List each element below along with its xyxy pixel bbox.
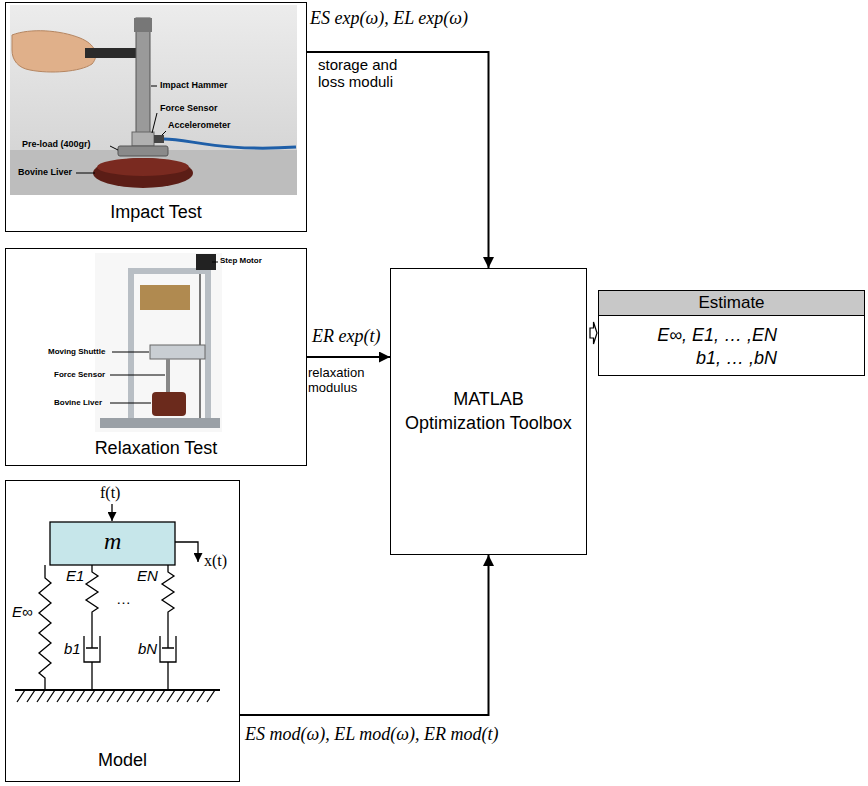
part-label: Bovine Liver [18,167,72,177]
frame-rail [128,268,134,418]
relaxation-photo [95,253,222,432]
result-header: Estimate [599,291,864,316]
impact-photo [10,5,297,195]
force-sensor [166,359,170,392]
leader-line [110,146,118,150]
model-panel: Model [5,480,240,782]
photo-background [95,253,222,432]
base-plate [100,418,220,428]
part-label: Force Sensor [160,103,218,113]
force-arrow [111,504,112,521]
flow-arrow [307,356,390,358]
force-symbol: f(t) [100,484,120,502]
hammer-handle [85,48,140,58]
photo-background [10,5,297,195]
table-surface [10,150,297,195]
stiffness-symbol: E1 [66,567,84,584]
displacement-arrow [175,542,198,562]
part-label: Impact Hammer [160,80,228,90]
stiffness-symbol: EN [137,567,158,584]
part-label: Accelerometer [168,120,231,130]
part-label: Pre-load (400gr) [22,139,91,149]
ground-hatch [17,690,215,702]
flow-arrow [307,52,489,268]
preload-disk [118,146,168,156]
edge-note: storage and loss moduli [318,56,428,91]
liver-top [97,158,189,176]
liver-sample [93,158,193,188]
spring-symbol [162,565,174,620]
stiffness-symbol: E∞ [12,603,33,620]
leader-line [152,113,157,133]
ground-line [15,689,220,691]
hammer-cap [134,18,152,32]
leader-line [110,403,151,404]
block-arrow [590,322,597,344]
model-drawing [15,504,220,702]
leader-line [151,86,157,87]
part-label: Step Motor [220,256,262,265]
panel-caption: Relaxation Test [6,438,306,459]
leader-line [112,352,149,353]
flow-arrow [240,555,489,715]
edge-note: relaxation modulus [308,366,388,396]
mass-block [50,522,175,565]
spring-symbol [86,565,98,620]
leader-line [110,375,165,376]
damping-symbol: b1 [64,640,81,657]
process-label: MATLAB Optimization Toolbox [391,378,586,445]
leader-line [212,262,218,263]
edge-label: ES mod(ω), EL mod(ω), ER mod(t) [245,724,499,745]
process-box: MATLAB Optimization Toolbox [390,268,587,555]
ellipsis: … [116,590,131,607]
edge-label: ER exp(t) [312,326,380,347]
damping-symbol: bN [138,640,157,657]
damper-symbol [160,620,176,690]
force-sensor [132,132,154,146]
sensor-cable [164,139,296,148]
displacement-symbol: x(t) [204,552,227,570]
relaxation-test-panel: Relaxation Test [5,248,307,466]
part-label: Moving Shuttle [48,347,105,356]
liver-sample [152,392,186,416]
hammer-head [136,18,150,140]
leader-line [76,173,95,174]
leader-line [162,131,166,135]
moving-shuttle [150,345,205,359]
part-label: Force Sensor [54,370,105,379]
electronics-board [140,285,190,310]
panel-caption: Model [6,750,239,771]
result-box: EstimateE∞, E1, … ,EN b1, … ,bN [598,290,865,376]
impact-test-panel: Impact Test [5,2,307,232]
hand [12,31,96,72]
result-parameters: E∞, E1, … ,EN b1, … ,bN [639,324,777,369]
damper-symbol [84,620,100,690]
mass-symbol: m [104,528,121,555]
part-label: Bovine Liver [54,398,102,407]
spring-symbol [39,565,51,690]
accelerometer [154,135,164,143]
edge-label: ES exp(ω), EL exp(ω) [310,8,468,29]
frame-rail [205,268,211,418]
panel-caption: Impact Test [6,202,306,223]
